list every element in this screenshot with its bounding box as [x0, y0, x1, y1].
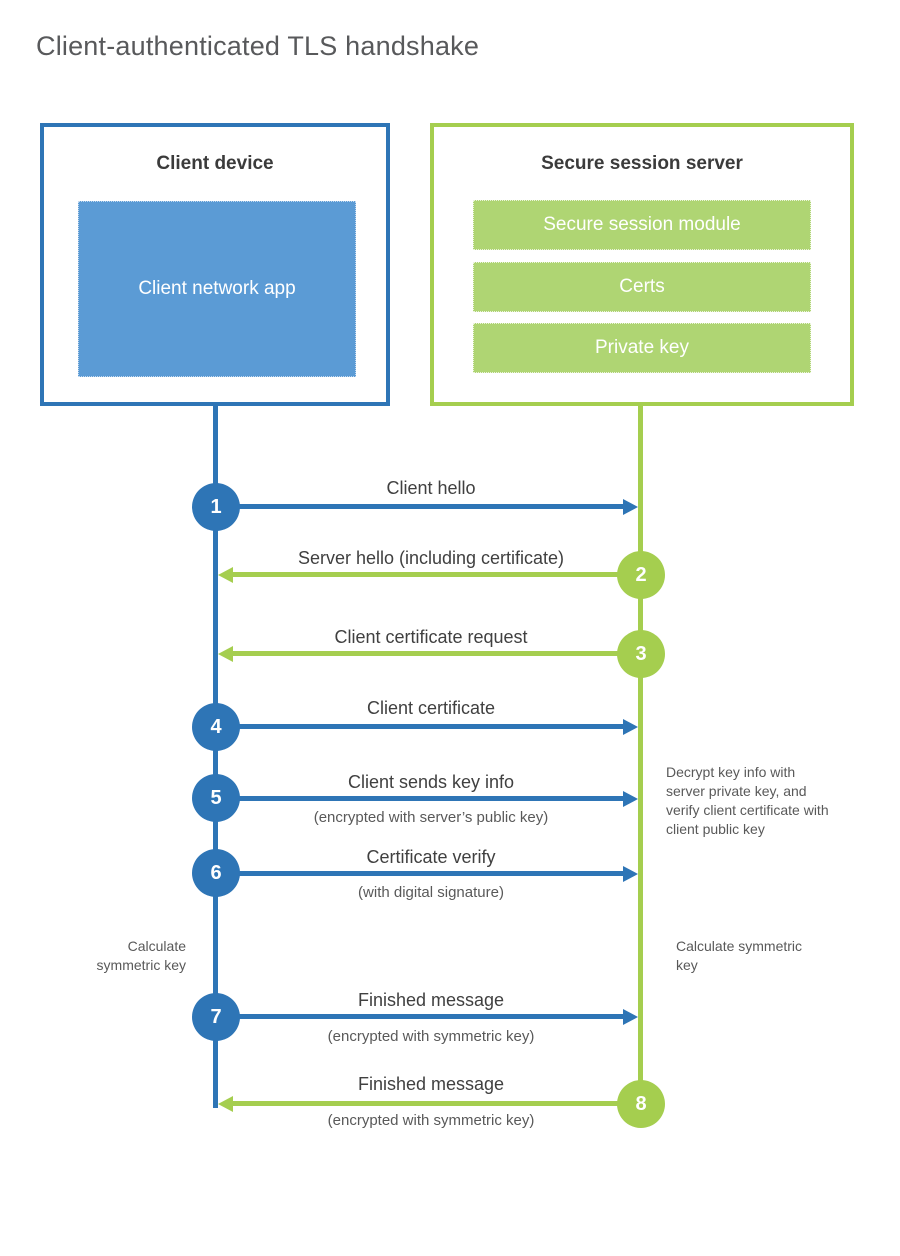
step5-sublabel: (encrypted with server’s public key)	[313, 809, 549, 826]
step7-sublabel: (encrypted with symmetric key)	[327, 1028, 535, 1045]
client-device-box: Client device Client network app	[40, 123, 390, 406]
step4-arrowhead-icon	[623, 719, 638, 735]
step8-label: Finished message	[357, 1074, 505, 1094]
step6-label: Certificate verify	[366, 847, 496, 867]
step4-label: Client certificate	[366, 698, 496, 718]
step4-circle: 4	[192, 703, 240, 751]
step6-arrow	[238, 871, 625, 876]
note-decrypt-key-info: Decrypt key info with server private key…	[666, 764, 829, 837]
step7-arrowhead-icon	[623, 1009, 638, 1025]
step7-circle: 7	[192, 993, 240, 1041]
step2-arrow	[232, 572, 619, 577]
step8-arrowhead-icon	[218, 1096, 233, 1112]
client-device-title: Client device	[156, 153, 274, 174]
server-lifeline	[638, 405, 643, 1105]
client-lifeline	[213, 405, 218, 1108]
step8-circle: 8	[617, 1080, 665, 1128]
note-calculate-symmetric-key-client: Calculate symmetric key	[96, 938, 186, 973]
step2-arrowhead-icon	[218, 567, 233, 583]
secure-session-server-box: Secure session server Secure session mod…	[430, 123, 854, 406]
note-calculate-symmetric-key-server: Calculate symmetric key	[676, 938, 803, 973]
step3-arrow	[232, 651, 619, 656]
secure-session-server-title: Secure session server	[541, 153, 743, 174]
step5-circle: 5	[192, 774, 240, 822]
step7-label: Finished message	[357, 990, 505, 1010]
step6-sublabel: (with digital signature)	[358, 884, 504, 901]
step5-arrow	[238, 796, 625, 801]
step3-arrowhead-icon	[218, 646, 233, 662]
page-title: Client-authenticated TLS handshake	[36, 31, 480, 61]
step6-arrowhead-icon	[623, 866, 638, 882]
step5-arrowhead-icon	[623, 791, 638, 807]
server-module-private-key: Private key	[473, 323, 811, 373]
server-module-secure-session: Secure session module	[473, 200, 811, 250]
step8-sublabel: (encrypted with symmetric key)	[327, 1112, 535, 1129]
step6-circle: 6	[192, 849, 240, 897]
step5-label: Client sends key info	[347, 772, 515, 792]
client-network-app-box: Client network app	[78, 201, 356, 377]
step2-label: Server hello (including certificate)	[297, 548, 565, 568]
step3-label: Client certificate request	[334, 627, 528, 647]
step1-label: Client hello	[386, 478, 476, 498]
step7-arrow	[238, 1014, 625, 1019]
client-network-app-label: Client network app	[138, 278, 296, 300]
step1-circle: 1	[192, 483, 240, 531]
step3-circle: 3	[617, 630, 665, 678]
step1-arrow	[238, 504, 625, 509]
step1-arrowhead-icon	[623, 499, 638, 515]
server-module-certs: Certs	[473, 262, 811, 312]
step2-circle: 2	[617, 551, 665, 599]
step4-arrow	[238, 724, 625, 729]
step8-arrow	[232, 1101, 619, 1106]
